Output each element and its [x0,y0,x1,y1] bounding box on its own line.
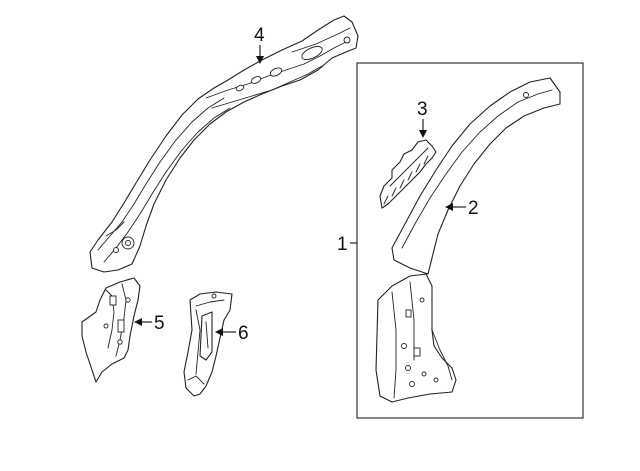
part-1-hinge-pillar[interactable] [375,273,457,403]
part-3-toothed-reinforcement[interactable] [379,139,437,209]
callout-5-label: 5 [154,313,165,334]
callout-1-label: 1 [337,234,348,255]
assembly-box-1: 1 [337,62,584,419]
callout-3-arrowhead [419,130,427,138]
part-4-roof-rail[interactable] [89,15,359,273]
callout-3-label: 3 [417,99,428,120]
part-6-reinforcement[interactable] [183,291,233,397]
callout-4: 4 [254,25,265,64]
callout-2-arrowhead [445,203,453,211]
callout-5: 5 [134,313,165,334]
callout-6: 6 [215,323,249,344]
callout-3: 3 [417,99,428,138]
assembly-box-frame [356,62,584,419]
part-2-outer-pillar[interactable] [391,77,561,275]
part-5-pillar-bracket[interactable] [81,277,141,383]
callout-5-arrowhead [134,318,142,326]
callout-4-label: 4 [254,25,265,46]
callout-2: 2 [445,198,479,219]
callout-2-label: 2 [468,198,479,219]
callout-6-arrowhead [215,328,223,336]
callout-4-arrowhead [256,56,264,64]
callout-6-label: 6 [238,323,249,344]
